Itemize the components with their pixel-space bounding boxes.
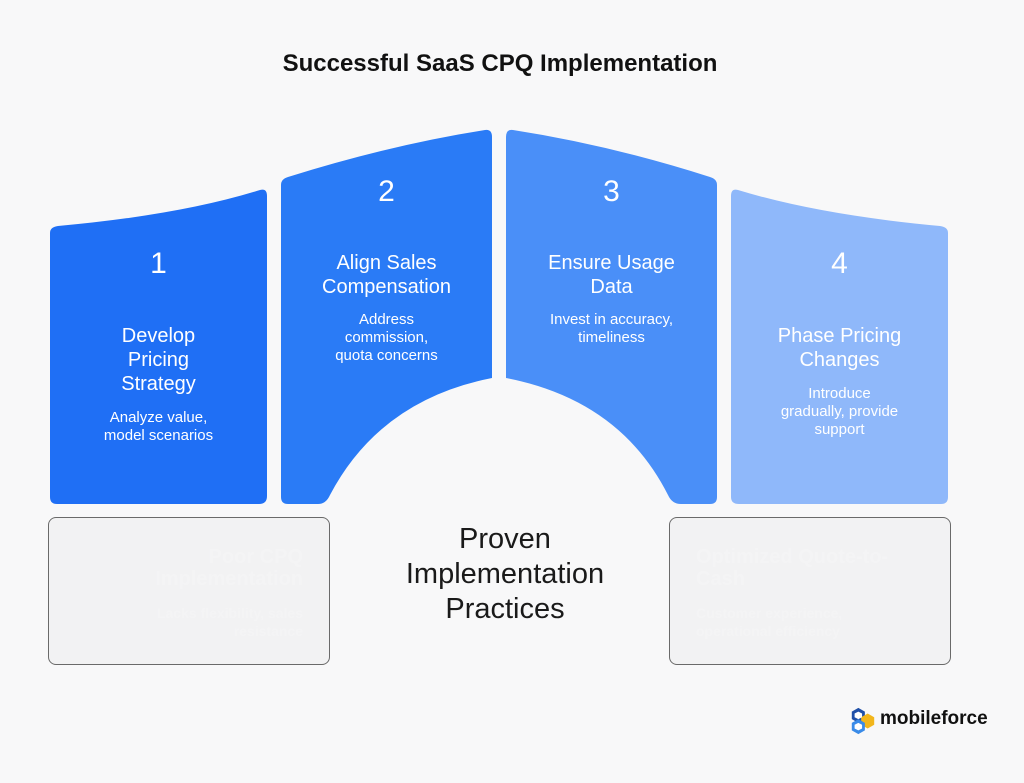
step-1-heading: Develop Pricing Strategy (121, 325, 196, 395)
mobileforce-logo-text: mobileforce (880, 708, 988, 729)
step-2-shape (281, 129, 492, 504)
step-2-number: 2 (378, 175, 395, 208)
step-1-number: 1 (150, 247, 167, 280)
step-4-heading: Phase Pricing Changes (777, 325, 902, 371)
step-2-description: Address commission, quota concerns (335, 311, 438, 364)
poor-cpq-description: Lacks flexibility, sales resistance (156, 605, 303, 639)
step-3-description: Invest in accuracy, timeliness (549, 311, 674, 346)
step-3-heading: Ensure Usage Data (548, 252, 675, 298)
step-3-shape (506, 129, 717, 504)
poor-cpq-box: Poor CPQ Implementation Lacks flexibilit… (48, 517, 330, 665)
page-title: Successful SaaS CPQ Implementation (282, 50, 718, 77)
step-1-description: Analyze value, model scenarios (103, 409, 214, 444)
step-2-heading: Align Sales Compensation (322, 252, 451, 298)
step-1-shape (50, 189, 267, 504)
step-4-description: Introduce gradually, provide support (780, 385, 899, 438)
optimized-quote-heading: Optimized Quote-to- Cash (696, 546, 889, 590)
center-label: Proven Implementation Practices (405, 523, 605, 625)
mobileforce-logo-icon (851, 707, 875, 735)
step-4-number: 4 (831, 247, 848, 280)
step-4-shape (731, 189, 948, 504)
poor-cpq-heading: Poor CPQ Implementation (155, 546, 303, 590)
optimized-quote-box: Optimized Quote-to- Cash Customer experi… (669, 517, 951, 665)
optimized-quote-description: Customer experience, operational efficie… (696, 605, 843, 639)
step-3-number: 3 (603, 175, 620, 208)
